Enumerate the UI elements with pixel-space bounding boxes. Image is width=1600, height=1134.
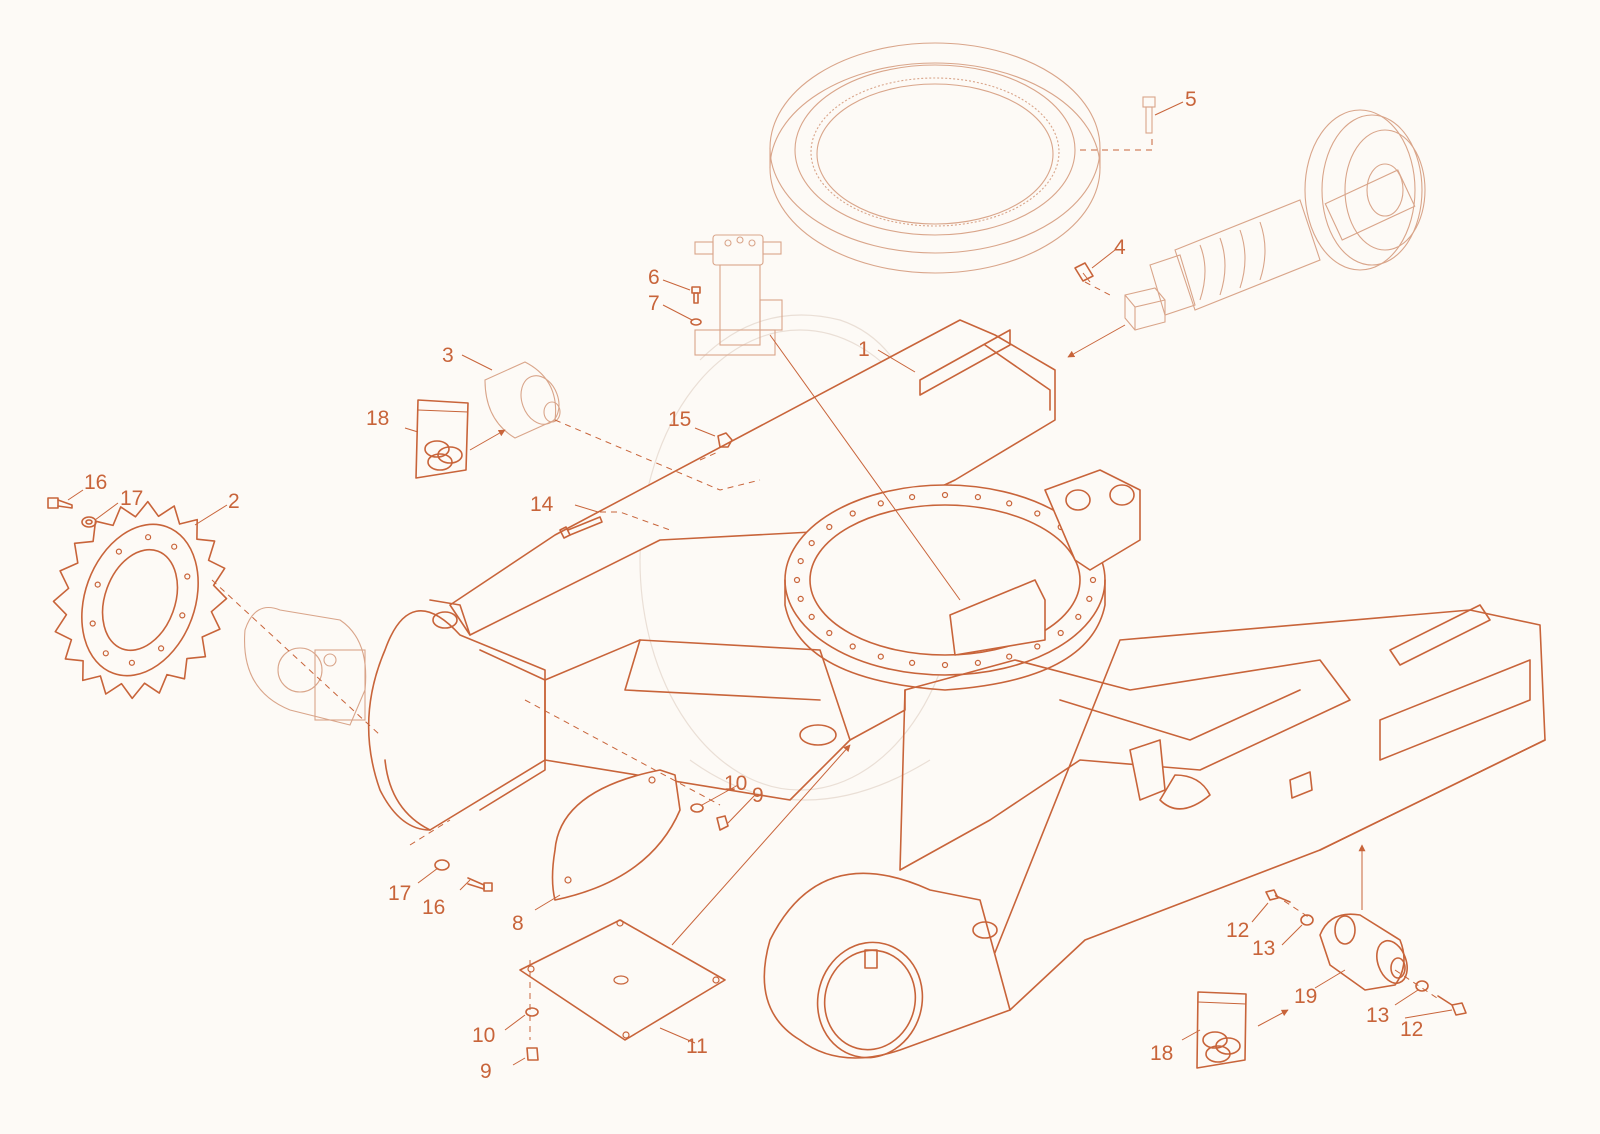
- nut-15: [717, 432, 733, 448]
- callout-2: 2: [228, 490, 240, 513]
- washer-17-lower: [434, 859, 450, 871]
- callout-5: 5: [1185, 88, 1197, 111]
- callout-12-lower: 12: [1400, 1018, 1423, 1041]
- track-roller-19: [1319, 913, 1408, 991]
- ring-bolt-hole: [797, 595, 804, 603]
- ring-bolt-hole: [849, 510, 856, 517]
- callout-18-upper: 18: [366, 407, 389, 430]
- ring-bolt-hole: [1089, 576, 1097, 584]
- assembly-lines: [211, 281, 1441, 1040]
- callout-1: 1: [858, 338, 870, 361]
- grease-fitting-4: [1074, 262, 1094, 283]
- callout-8: 8: [512, 912, 524, 935]
- callout-13-upper: 13: [1252, 937, 1275, 960]
- ring-bolt-hole: [908, 659, 916, 667]
- washer-10-upper: [690, 803, 704, 813]
- ring-bolt-hole: [1075, 613, 1082, 621]
- ring-bolt-hole: [974, 494, 982, 501]
- ring-bolt-hole: [877, 653, 884, 660]
- ring-bolt-hole: [797, 557, 804, 565]
- callout-13-lower: 13: [1366, 1004, 1389, 1027]
- bolt-5: [1080, 96, 1156, 151]
- ring-bolt-hole: [908, 494, 916, 501]
- callout-4: 4: [1114, 236, 1126, 259]
- ring-bolt-hole: [1057, 629, 1064, 637]
- idler-tensioner-assembly: [1149, 109, 1426, 316]
- washer-17-top: [81, 516, 97, 528]
- callout-16-upper: 16: [84, 471, 107, 494]
- sprocket-bolt-hole: [184, 573, 191, 580]
- ring-bolt-hole: [808, 539, 815, 547]
- seal-kit-bag-bottom: [1196, 991, 1247, 1069]
- callout-7: 7: [648, 292, 660, 315]
- carrier-roller: [484, 361, 561, 439]
- grease-block: [1124, 287, 1166, 331]
- sprocket-bolt-hole: [115, 548, 123, 555]
- sprocket-bolt-hole: [102, 650, 109, 657]
- sprocket-bolt-hole: [89, 620, 96, 627]
- sprocket-bolt-hole: [171, 543, 178, 550]
- ring-bolt-hole: [826, 523, 833, 531]
- washer-7: [690, 318, 702, 326]
- ring-bolt-hole: [1034, 643, 1041, 650]
- sprocket-bolt-hole: [158, 645, 165, 652]
- bolt-12-lower: [1437, 995, 1467, 1016]
- bolt-9-upper: [716, 815, 729, 831]
- sprocket-bolt-hole: [145, 534, 152, 541]
- travel-motor: [243, 606, 367, 726]
- direction-arrows: [469, 324, 1366, 1027]
- callout-17-lower: 17: [388, 882, 411, 905]
- callout-10-upper: 10: [724, 772, 747, 795]
- ring-bolt-hole: [974, 659, 982, 667]
- side-cover-8: [551, 769, 681, 901]
- washer-13-upper: [1300, 914, 1314, 926]
- callout-17-upper: 17: [120, 487, 143, 510]
- callout-3: 3: [442, 344, 454, 367]
- sprocket: [52, 500, 228, 700]
- washer-10-lower: [525, 1007, 539, 1017]
- callout-9-upper: 9: [752, 784, 764, 807]
- callout-6: 6: [648, 266, 660, 289]
- callout-14: 14: [530, 493, 554, 516]
- ring-bolt-hole: [1006, 500, 1013, 507]
- ring-bolt-hole: [1006, 653, 1013, 660]
- callout-10-lower: 10: [472, 1024, 495, 1047]
- sprocket-bolt-hole: [128, 659, 135, 666]
- callout-18-lower: 18: [1150, 1042, 1173, 1065]
- callout-11: 11: [686, 1035, 708, 1058]
- callout-12-upper: 12: [1226, 919, 1249, 942]
- swivel-joint: [694, 234, 783, 356]
- ring-bolt-hole: [793, 576, 801, 584]
- seal-kit-bag-top: [415, 399, 469, 479]
- slewing-ring: [769, 42, 1101, 274]
- bolt-6: [691, 286, 701, 304]
- ring-bolt-hole: [826, 629, 833, 637]
- ring-bolt-hole: [808, 613, 815, 621]
- sprocket-bolt-hole: [179, 612, 186, 619]
- callout-16-lower: 16: [422, 896, 445, 919]
- ring-bolt-hole: [941, 661, 949, 669]
- callout-labels: 1 2 3 4 5 6 7 8 9 9 10 10 11 12 12 13 13…: [84, 88, 1423, 1083]
- callout-19: 19: [1294, 985, 1317, 1008]
- ring-bolt-hole: [877, 500, 884, 507]
- bottom-plate-11: [519, 919, 726, 1041]
- bolt-16-lower: [467, 877, 493, 892]
- callout-15: 15: [668, 408, 691, 431]
- washer-13-lower: [1415, 980, 1429, 992]
- bolt-16-top: [47, 497, 73, 509]
- bolt-12-upper: [1265, 889, 1291, 903]
- sprocket-bolt-hole: [94, 581, 101, 588]
- ring-bolt-hole: [941, 491, 949, 499]
- callout-leaders: [67, 101, 1453, 1066]
- callout-9-lower: 9: [480, 1060, 492, 1083]
- bolt-9-lower: [526, 1047, 539, 1061]
- ring-bolt-hole: [1034, 510, 1041, 517]
- track-frame: [367, 319, 1546, 1059]
- ring-bolt-hole: [1086, 595, 1093, 603]
- ring-bolt-hole: [849, 643, 856, 650]
- bolt-14: [559, 516, 603, 539]
